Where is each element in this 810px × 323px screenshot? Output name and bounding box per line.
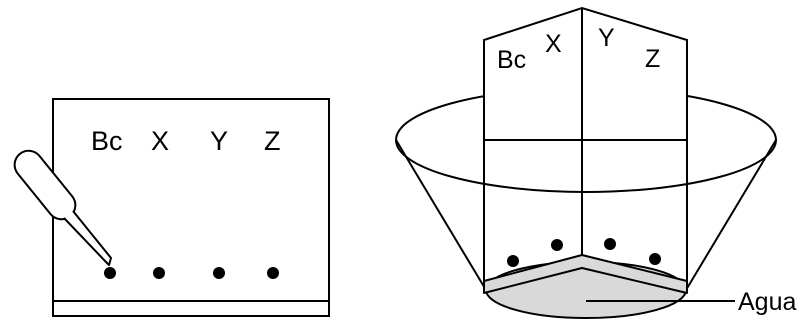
- spotting-plate: Bc X Y Z: [52, 98, 330, 317]
- beaker-wall-right: [685, 139, 777, 291]
- beaker-rim-front: [395, 139, 777, 193]
- paper-spot-x: [551, 239, 563, 251]
- water-pool: [485, 261, 687, 319]
- paper-spot-z: [649, 253, 661, 265]
- beaker-wall-left: [395, 139, 487, 291]
- paper-label-y: Y: [598, 24, 615, 52]
- water-label: Agua: [738, 288, 796, 316]
- sample-spot-y: [213, 267, 225, 279]
- capillary-pipette-icon: [13, 149, 112, 266]
- lane-label-z: Z: [264, 126, 281, 156]
- paper-label-z: Z: [645, 45, 660, 73]
- lane-label-y: Y: [210, 126, 228, 156]
- folded-paper: [483, 6, 688, 141]
- paper-label-x: X: [545, 30, 562, 58]
- paper-spot-bc: [507, 255, 519, 267]
- lane-label-x: X: [151, 126, 169, 156]
- sample-spot-z: [267, 267, 279, 279]
- paper-spot-y: [604, 238, 616, 250]
- paper-label-bc: Bc: [497, 46, 526, 74]
- developing-chamber: Bc X Y Z Agua: [395, 6, 796, 319]
- paper-bottom-wet-edge: [483, 254, 688, 294]
- sample-spot-bc: [104, 267, 116, 279]
- sample-spot-x: [153, 267, 165, 279]
- lane-label-bc: Bc: [91, 126, 123, 156]
